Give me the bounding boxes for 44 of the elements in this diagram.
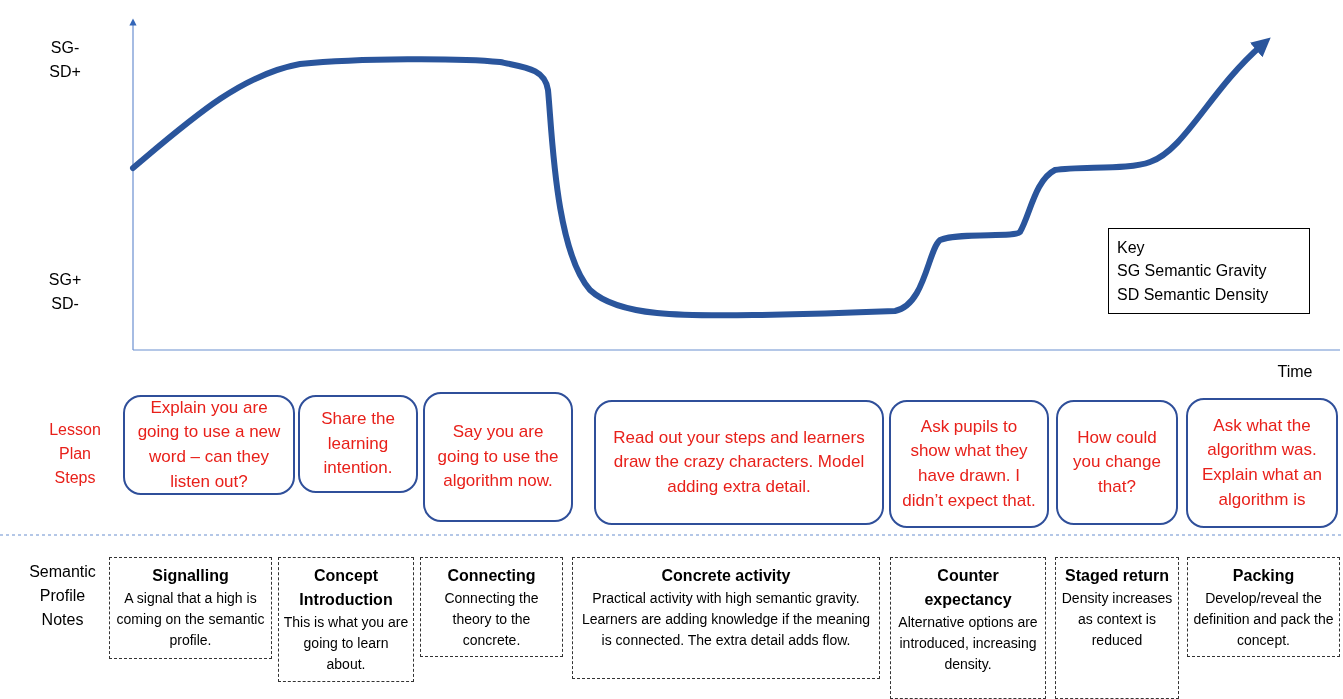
note-heading: Signalling: [152, 566, 229, 586]
note-text: This is what you are going to learn about.: [283, 613, 409, 674]
note-heading: Concept Introduction: [298, 566, 394, 610]
note-heading: Connecting: [447, 566, 536, 586]
note-box: [890, 557, 1046, 699]
step-text: Ask what the algorithm was. Explain what an algorithm is: [1201, 414, 1323, 511]
note-heading: Counter expectancy: [923, 566, 1013, 610]
lesson-step-box: [298, 395, 418, 493]
lesson-step-box: [889, 400, 1049, 528]
lesson-step-box: [1186, 398, 1338, 528]
note-text: Develop/reveal the definition and pack the concept.: [1192, 589, 1335, 650]
key-box: [1108, 228, 1310, 314]
key-entry: SG Semantic Gravity: [1117, 261, 1267, 282]
note-box: [420, 557, 563, 657]
note-box: [278, 557, 414, 682]
note-heading: Concrete activity: [661, 566, 791, 586]
note-box: [572, 557, 880, 679]
note-text: Alternative options are introduced, increasing density.: [897, 613, 1039, 674]
row-label: Lesson Plan Steps: [48, 420, 102, 488]
lesson-step-box: [423, 392, 573, 522]
lesson-step-box: [594, 400, 884, 525]
step-text: Read out your steps and learners draw the crazy characters. Model adding extra detail.: [612, 426, 866, 498]
step-text: Say you are going to use the algorithm now.: [436, 421, 560, 493]
step-text: Share the learning intention.: [320, 408, 396, 480]
note-text: Density increases as context is reduced: [1060, 589, 1174, 650]
lesson-step-box: [123, 395, 295, 495]
note-text: Connecting the theory to the concrete.: [443, 589, 540, 650]
step-text: How could you change that?: [1072, 426, 1162, 498]
axis-label: SG- SD+: [48, 38, 82, 82]
note-heading: Packing: [1232, 566, 1295, 586]
note-box: [1187, 557, 1340, 657]
row-label: Semantic Profile Notes: [28, 562, 97, 630]
lesson-step-box: [1056, 400, 1178, 525]
note-box: [1055, 557, 1179, 699]
axis-label: SG+ SD-: [47, 270, 83, 314]
key-entry: SD Semantic Density: [1117, 284, 1269, 305]
key-title: Key: [1117, 238, 1145, 259]
axis-title: Time: [1276, 362, 1314, 382]
note-heading: Staged return: [1065, 566, 1169, 586]
note-text: Practical activity with high semantic gravity. Learners are adding knowledge if the meaning is connected. The extra detail adds flow.: [581, 589, 871, 650]
note-box: [109, 557, 272, 659]
note-text: A signal that a high is coming on the semantic profile.: [115, 589, 266, 650]
step-text: Explain you are going to use a new word – can they listen out?: [136, 396, 282, 493]
step-text: Ask pupils to show what they have drawn. I didn’t expect that.: [901, 415, 1037, 512]
